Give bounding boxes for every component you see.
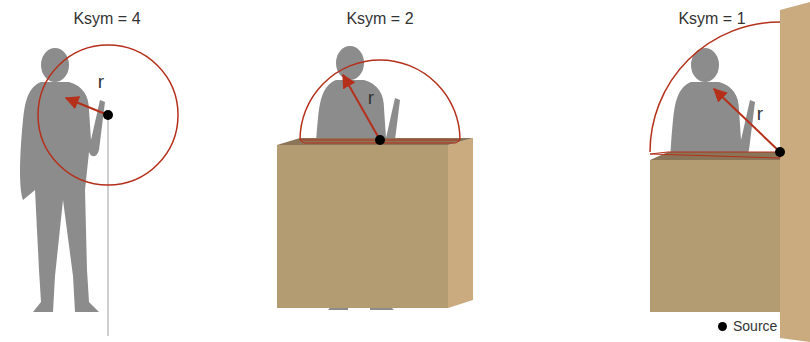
symmetry-title: Ksym = 4 (73, 10, 140, 28)
source-dot (375, 135, 385, 145)
box-side (448, 138, 473, 308)
stand-line (107, 115, 109, 336)
quarter-base (650, 152, 780, 158)
symmetry-title: Ksym = 2 (346, 10, 413, 28)
box-top (650, 152, 780, 160)
legend-item: Source (718, 318, 777, 334)
radius-label: r (98, 72, 104, 93)
radiation-sphere (38, 45, 178, 185)
source-dot (775, 147, 785, 157)
box-front (650, 160, 780, 312)
symmetry-title: Ksym = 1 (678, 10, 745, 28)
radius-arrow (714, 89, 780, 152)
radius-arrow (66, 98, 108, 115)
wall (780, 2, 810, 342)
radius-arrow (343, 75, 380, 140)
person-silhouette (20, 48, 105, 312)
radius-label: r (368, 88, 374, 109)
box-front (277, 145, 448, 308)
source-swatch (718, 322, 727, 331)
radiation-quarter-sphere (650, 22, 780, 152)
box-top (277, 138, 473, 145)
source-dot (103, 110, 113, 120)
legend-text: Source (733, 318, 777, 334)
radiation-hemisphere (300, 60, 460, 140)
radius-label: r (757, 104, 763, 125)
